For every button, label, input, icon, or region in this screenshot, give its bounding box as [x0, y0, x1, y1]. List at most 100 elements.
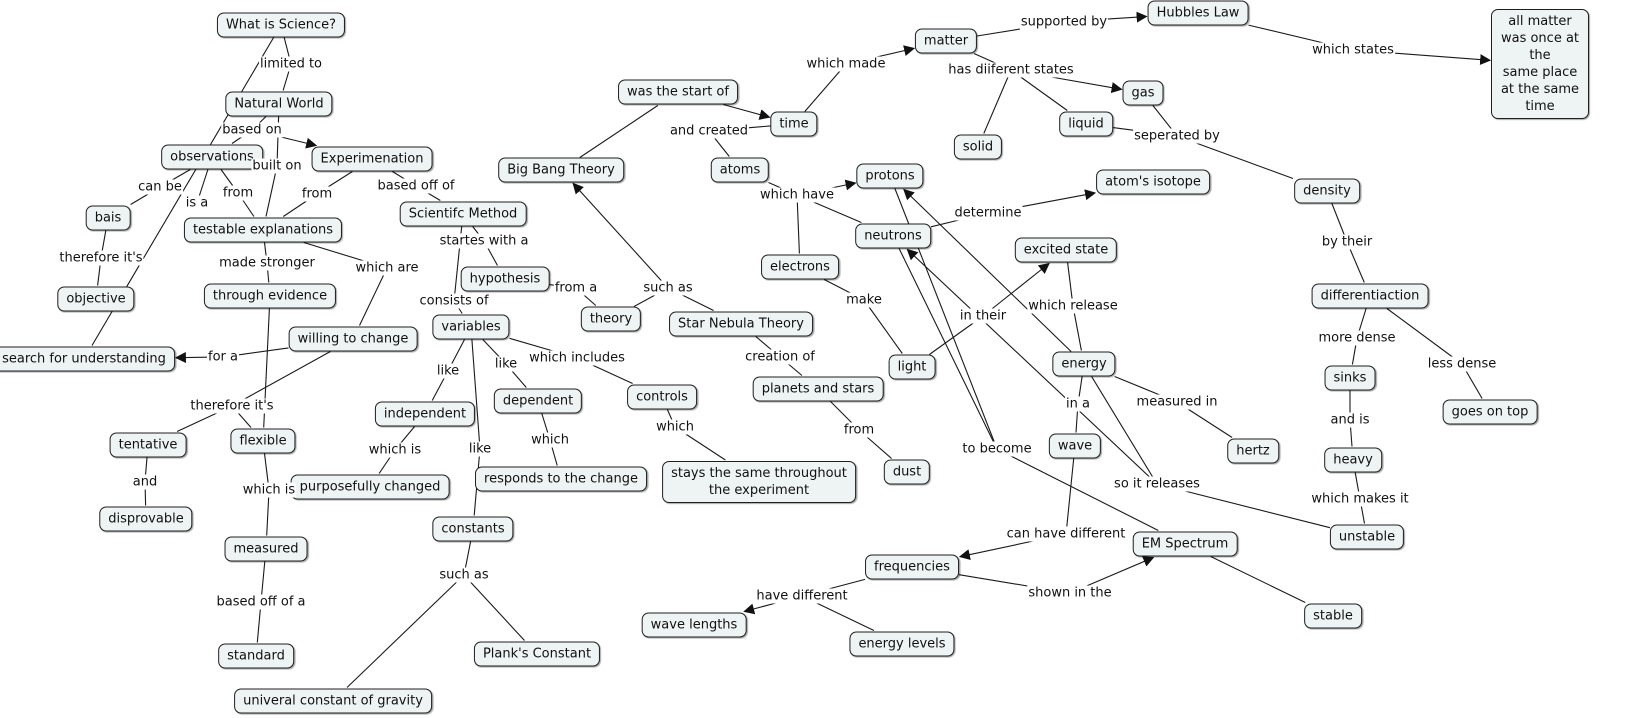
connector-willing-to-change-to-for-a [237, 347, 289, 356]
connector-what-is-science-to-limited-to [283, 37, 290, 58]
connector-less-dense-to-goes-on-top [1465, 370, 1483, 399]
link-label-in-a: in a [1065, 396, 1091, 412]
link-label-is-a: is a [184, 195, 210, 211]
node-search-for-understanding: search for understanding [0, 346, 175, 372]
connector-such-as-2-to-big-bang [572, 182, 663, 282]
node-independent: independent [374, 401, 476, 427]
link-label-which-release: which release [1027, 298, 1119, 314]
connector-therefore-its-2-to-tentative [176, 412, 219, 432]
connector-energy-to-measured-in [1114, 375, 1162, 397]
connector-light-to-in-their [929, 322, 975, 355]
node-planets-and-stars: planets and stars [752, 376, 884, 402]
link-label-limited-to: limited to [258, 56, 324, 72]
connector-independent-to-which-is-2 [399, 426, 416, 444]
connector-big-bang-to-was-start-of [579, 105, 659, 158]
connector-which-ctrl-to-stays-same [684, 433, 726, 461]
connector-which-is-1-to-measured [266, 496, 270, 536]
connector-which-release-to-energy [1073, 312, 1082, 351]
node-bais: bais [85, 205, 131, 231]
connector-natural-world-to-based-on [258, 116, 267, 124]
link-label-like-2: like [493, 356, 519, 372]
connector-built-on-to-testable-explanations [265, 172, 277, 217]
node-goes-on-top: goes on top [1442, 399, 1538, 425]
node-differentiaction: differentiaction [1311, 283, 1429, 309]
node-tentative: tentative [109, 432, 187, 458]
node-em-spectrum: EM Spectrum [1132, 531, 1238, 557]
connector-which-is-2-to-purposefully-changed [378, 456, 392, 474]
connector-matter-to-has-different-states [973, 52, 997, 65]
link-label-which-states: which states [1311, 42, 1395, 58]
node-sinks: sinks [1324, 365, 1376, 391]
link-label-measured-in: measured in [1135, 394, 1219, 410]
connector-constants-to-such-as-1 [464, 541, 472, 569]
link-label-can-have-different: can have different [1005, 526, 1127, 542]
connector-star-nebula-to-creation-of [755, 336, 773, 351]
link-label-which-have: which have [759, 187, 835, 203]
node-neutrons: neutrons [855, 223, 931, 249]
connector-made-stronger-to-through-evidence [267, 269, 270, 283]
link-label-from-dust: from [842, 422, 876, 438]
connector-supported-by-to-hubbles-law [1106, 11, 1148, 23]
link-label-built-on: built on [251, 158, 303, 174]
node-willing-to-change: willing to change [288, 326, 418, 352]
node-frequencies: frequencies [865, 554, 959, 580]
connector-hubbles-law-to-which-states [1248, 24, 1326, 45]
node-star-nebula: Star Nebula Theory [669, 311, 813, 337]
node-dependent: dependent [493, 388, 583, 414]
connector-have-different-to-wave-lengths [743, 601, 778, 615]
node-natural-world: Natural World [225, 91, 333, 117]
connector-and-is-to-heavy [1349, 426, 1353, 447]
connector-matter-to-supported-by [976, 27, 1024, 37]
link-label-which-is-2: which is [367, 442, 423, 458]
connector-based-off-of-a-to-standard [256, 608, 261, 643]
link-label-seperated-by: seperated by [1133, 128, 1221, 144]
link-label-made-stronger: made stronger [218, 255, 316, 271]
connector-observations-to-is-a [198, 169, 209, 197]
link-label-in-their: in their [958, 308, 1008, 324]
connector-planets-and-stars-to-from-dust [830, 401, 853, 424]
link-label-has-different-states: has diiferent states [947, 62, 1075, 78]
connector-which-made-to-matter [874, 45, 916, 59]
connector-has-different-states-to-gas [1048, 75, 1123, 94]
connector-density-to-by-their [1331, 203, 1346, 236]
connector-experimentation-to-from-exp [326, 171, 353, 188]
node-flexible: flexible [230, 428, 296, 454]
connector-has-different-states-to-liquid [1019, 76, 1068, 111]
node-planks-constant: Plank's Constant [473, 641, 601, 667]
node-experimentation: Experimenation [311, 146, 433, 172]
link-label-which-is-1: which is [241, 482, 297, 498]
link-label-so-it-releases: so it releases [1113, 476, 1201, 492]
node-measured: measured [224, 536, 308, 562]
node-gas: gas [1122, 80, 1164, 106]
connector-for-a-to-search-for-understanding [174, 352, 209, 364]
connector-heavy-to-which-makes-it [1354, 472, 1360, 493]
connector-based-on-to-observations [231, 136, 243, 144]
connector-based-on-to-experimentation [278, 135, 318, 149]
node-disprovable: disprovable [99, 506, 193, 532]
connector-has-different-states-to-solid [983, 76, 1009, 134]
node-energy-levels: energy levels [849, 631, 955, 657]
link-label-from-obs: from [221, 185, 255, 201]
link-label-for-a: for a [207, 349, 239, 365]
node-objective: objective [57, 286, 135, 312]
connector-time-to-which-made [804, 70, 841, 112]
node-big-bang: Big Bang Theory [498, 157, 624, 183]
node-scientific-method: Scientifc Method [399, 201, 527, 227]
node-liquid: liquid [1059, 111, 1113, 137]
connector-willing-to-change-to-therefore-its-2 [243, 351, 331, 400]
link-label-based-off-of-a: based off of a [215, 594, 307, 610]
connector-which-are-to-willing-to-change [359, 274, 385, 326]
link-label-which-are: which are [354, 260, 420, 276]
link-label-supported-by: supported by [1019, 14, 1109, 30]
connector-to-become-to-em-spectrum [1009, 455, 1159, 531]
connector-therefore-its-1-to-objective [97, 264, 101, 286]
connector-limited-to-to-natural-world [282, 70, 290, 91]
connector-testable-explanations-to-made-stronger [263, 242, 267, 257]
connector-and-created-to-atoms [713, 137, 730, 157]
link-label-and-is: and is [1329, 412, 1371, 428]
link-label-based-on: based on [221, 122, 283, 138]
connector-neutrons-to-determine [930, 218, 962, 228]
link-label-consists-of: consists of [418, 293, 490, 309]
node-through-evidence: through evidence [203, 283, 337, 309]
